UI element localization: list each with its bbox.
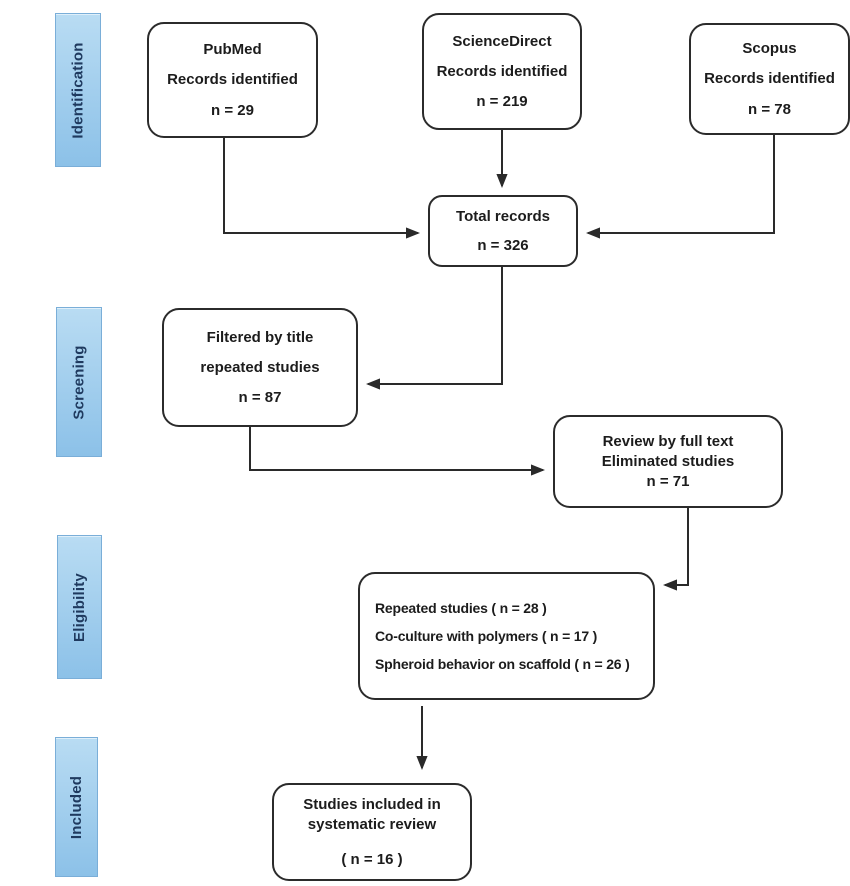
stage-label-screening: Screening bbox=[56, 307, 102, 457]
box-review-full-text: Review by full text Eliminated studies n… bbox=[553, 415, 783, 508]
box-line: systematic review bbox=[307, 815, 437, 833]
box-line: Eliminated studies bbox=[601, 452, 735, 470]
box-line: Review by full text bbox=[602, 432, 734, 450]
box-line: Records identified bbox=[167, 71, 298, 89]
box-line: n = 326 bbox=[477, 236, 529, 254]
box-line: Co-culture with polymers ( n = 17 ) bbox=[375, 627, 598, 644]
stage-label-eligibility: Eligibility bbox=[57, 535, 102, 679]
box-line: ( n = 16 ) bbox=[341, 851, 403, 869]
box-line: Filtered by title bbox=[206, 328, 314, 346]
box-line: n = 78 bbox=[748, 100, 791, 118]
box-line: Records identified bbox=[704, 70, 835, 88]
box-total-records: Total records n = 326 bbox=[428, 195, 578, 267]
connector-pubmed-to-total bbox=[223, 138, 420, 239]
box-sciencedirect: ScienceDirect Records identified n = 219 bbox=[422, 13, 582, 130]
box-line: ScienceDirect bbox=[452, 32, 552, 50]
stage-label-identification: Identification bbox=[55, 13, 101, 167]
box-pubmed: PubMed Records identified n = 29 bbox=[147, 22, 318, 138]
box-line: Spheroid behavior on scaffold ( n = 26 ) bbox=[375, 656, 630, 673]
stage-label-text: Identification bbox=[69, 41, 87, 139]
box-line: n = 219 bbox=[476, 93, 528, 111]
box-exclusion-reasons: Repeated studies ( n = 28 ) Co-culture w… bbox=[358, 572, 655, 700]
box-line: n = 29 bbox=[211, 101, 254, 119]
stage-label-text: Screening bbox=[70, 344, 88, 420]
stage-label-text: Included bbox=[68, 775, 85, 839]
box-line: repeated studies bbox=[200, 358, 320, 376]
box-line: PubMed bbox=[203, 41, 262, 59]
connector-review-to-exclusion bbox=[663, 508, 689, 591]
box-line: Total records bbox=[456, 208, 550, 226]
box-filtered-by-title: Filtered by title repeated studies n = 8… bbox=[162, 308, 358, 427]
box-included-studies: Studies included in systematic review ( … bbox=[272, 783, 472, 881]
box-line: Repeated studies ( n = 28 ) bbox=[375, 599, 547, 616]
box-scopus: Scopus Records identified n = 78 bbox=[689, 23, 850, 135]
stage-label-text: Eligibility bbox=[71, 572, 88, 642]
stage-label-included: Included bbox=[55, 737, 98, 877]
box-line: Studies included in bbox=[303, 795, 441, 813]
box-line: n = 71 bbox=[646, 473, 690, 491]
connector-scopus-to-total bbox=[586, 135, 775, 239]
box-line: Records identified bbox=[436, 62, 568, 80]
connector-filtered-to-review bbox=[249, 427, 545, 476]
box-line: n = 87 bbox=[238, 389, 282, 407]
box-line: Scopus bbox=[742, 40, 797, 58]
connector-total-to-filtered bbox=[366, 267, 503, 390]
